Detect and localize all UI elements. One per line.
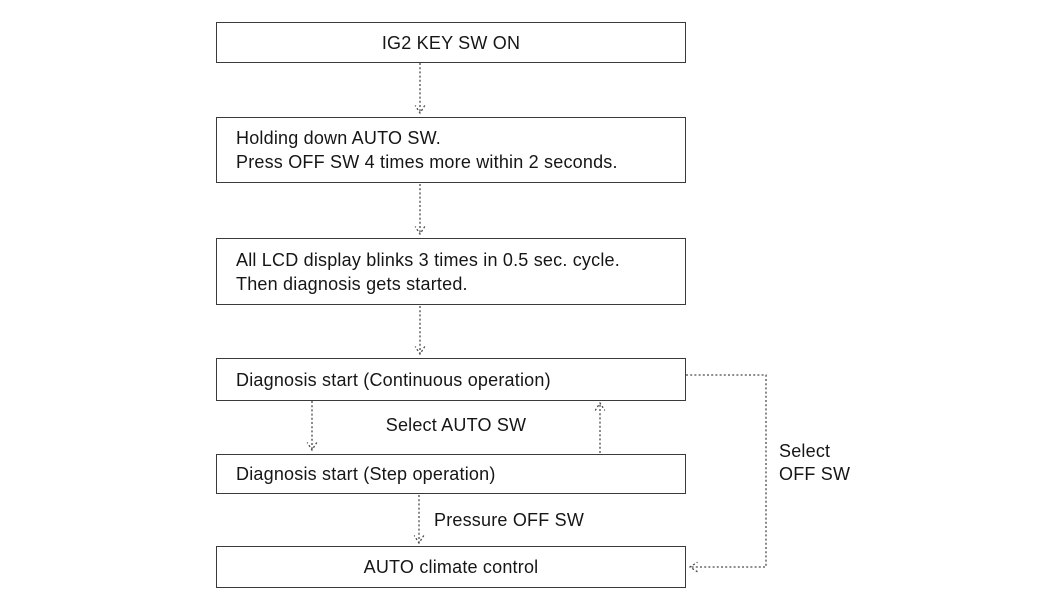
flow-box-text: Diagnosis start (Step operation) — [236, 464, 496, 484]
flow-box-text: AUTO climate control — [363, 557, 539, 577]
flow-box-auto-climate-control: AUTO climate control — [216, 546, 686, 588]
flow-box-text: Press OFF SW 4 times more within 2 secon… — [236, 152, 618, 172]
flow-box-text: Then diagnosis gets started. — [236, 273, 468, 294]
flow-box-diagnosis-step: Diagnosis start (Step operation) — [216, 454, 686, 494]
flow-box-lcd-blinks: All LCD display blinks 3 times in 0.5 se… — [216, 238, 686, 305]
flow-box-text: Diagnosis start (Continuous operation) — [236, 369, 551, 390]
flow-box-holding-auto-sw: Holding down AUTO SW. Press OFF SW 4 tim… — [216, 117, 686, 183]
edge-label-line: Select — [779, 441, 831, 461]
flow-box-ig2-key-sw-on: IG2 KEY SW ON — [216, 22, 686, 63]
flow-box-diagnosis-continuous: Diagnosis start (Continuous operation) — [216, 358, 686, 401]
arrow-select-off-loop — [686, 374, 767, 567]
edge-label-pressure-off-sw: Pressure OFF SW — [434, 510, 585, 530]
flow-box-text: Holding down AUTO SW. — [236, 128, 441, 148]
edge-label-select-auto-sw: Select AUTO SW — [385, 415, 527, 435]
edge-label-line: OFF SW — [779, 464, 851, 484]
flow-box-text: IG2 KEY SW ON — [381, 32, 521, 53]
flow-box-text: All LCD display blinks 3 times in 0.5 se… — [236, 249, 620, 270]
edge-label-select-off-sw: Select OFF SW — [779, 440, 850, 486]
